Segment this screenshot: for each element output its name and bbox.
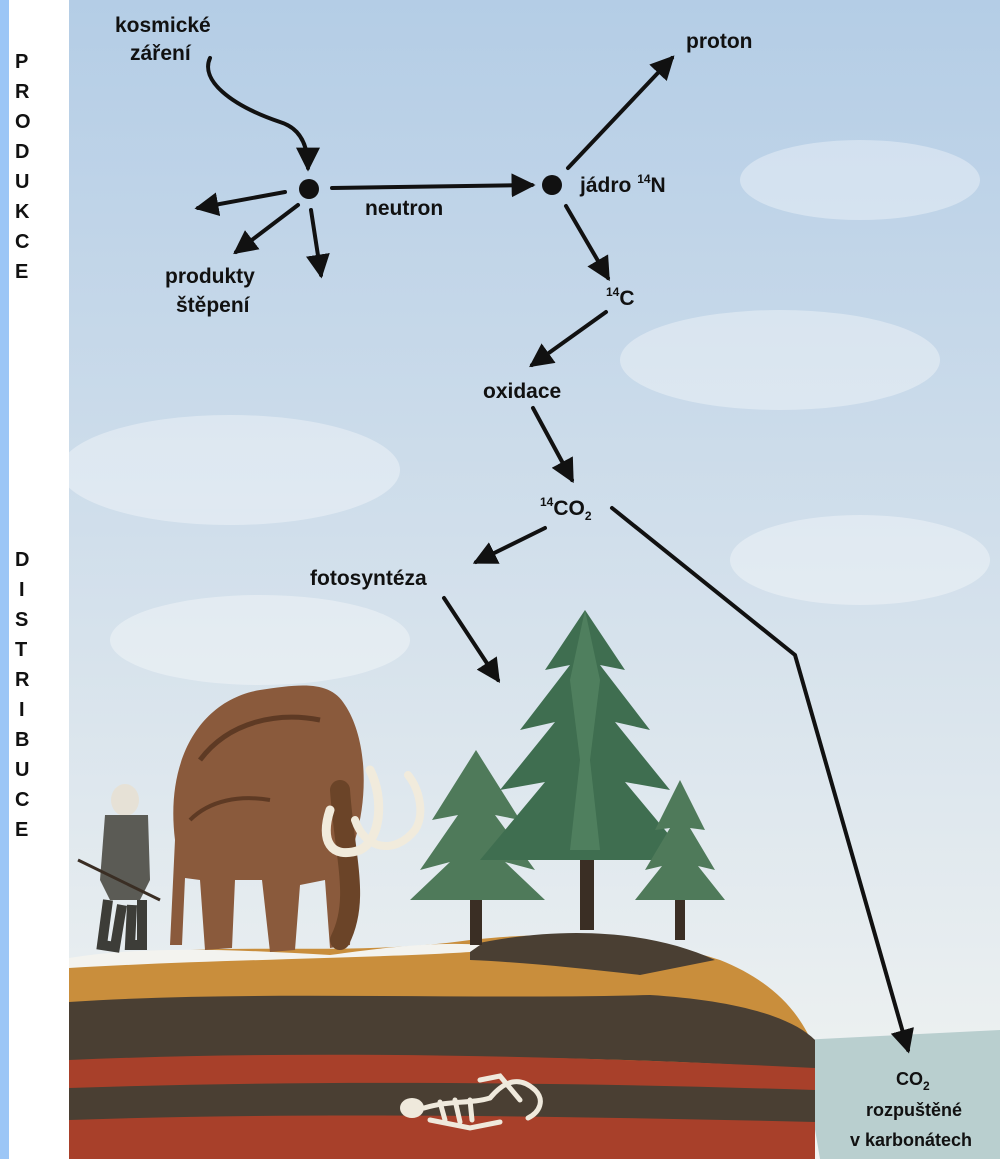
nitrogen-text: jádro [579, 174, 637, 197]
side-letter: E [15, 819, 28, 841]
side-letter: T [15, 639, 27, 661]
co2-mass-number: 14 [540, 495, 554, 509]
co2-symbol: CO [553, 497, 585, 520]
side-bar [0, 0, 9, 1159]
label-cosmic-rays-line1: kosmické [115, 14, 211, 37]
label-fission-products-line1: produkty [165, 265, 255, 288]
label-nitrogen-nucleus: jádro 14N [579, 172, 666, 197]
label-dissolved-line1: rozpuštěné [866, 1100, 962, 1120]
label-fission-products-line2: štěpení [176, 294, 251, 317]
side-letter: K [15, 201, 30, 223]
side-letter: U [15, 759, 29, 781]
side-letter: D [15, 549, 29, 571]
label-photosynthesis: fotosyntéza [310, 567, 427, 590]
label-neutron: neutron [365, 197, 443, 220]
carbon-mass-number: 14 [606, 285, 620, 299]
dissolved-co2-subscript: 2 [923, 1079, 930, 1093]
side-letter: B [15, 729, 29, 751]
side-letter: U [15, 171, 29, 193]
side-letter: D [15, 141, 29, 163]
side-letter: I [19, 699, 25, 721]
dissolved-co2-symbol: CO [896, 1069, 923, 1089]
cosmic-node [299, 179, 319, 199]
nitrogen-symbol: N [651, 174, 666, 197]
side-letter: S [15, 609, 28, 631]
label-oxidation: oxidace [483, 380, 561, 403]
side-letter: C [15, 231, 29, 253]
side-letter: E [15, 261, 28, 283]
nitrogen-mass-number: 14 [637, 172, 651, 186]
label-cosmic-rays-line2: záření [130, 42, 192, 65]
side-letter: I [19, 579, 25, 601]
side-letter: R [15, 669, 30, 691]
nitrogen-node [542, 175, 562, 195]
carbon-symbol: C [619, 287, 634, 310]
side-letter: R [15, 81, 30, 103]
side-letter: P [15, 51, 28, 73]
side-letter: C [15, 789, 29, 811]
label-proton: proton [686, 30, 752, 53]
label-dissolved-line2: v karbonátech [850, 1130, 972, 1150]
co2-subscript: 2 [585, 509, 592, 523]
side-letter: O [15, 111, 31, 133]
